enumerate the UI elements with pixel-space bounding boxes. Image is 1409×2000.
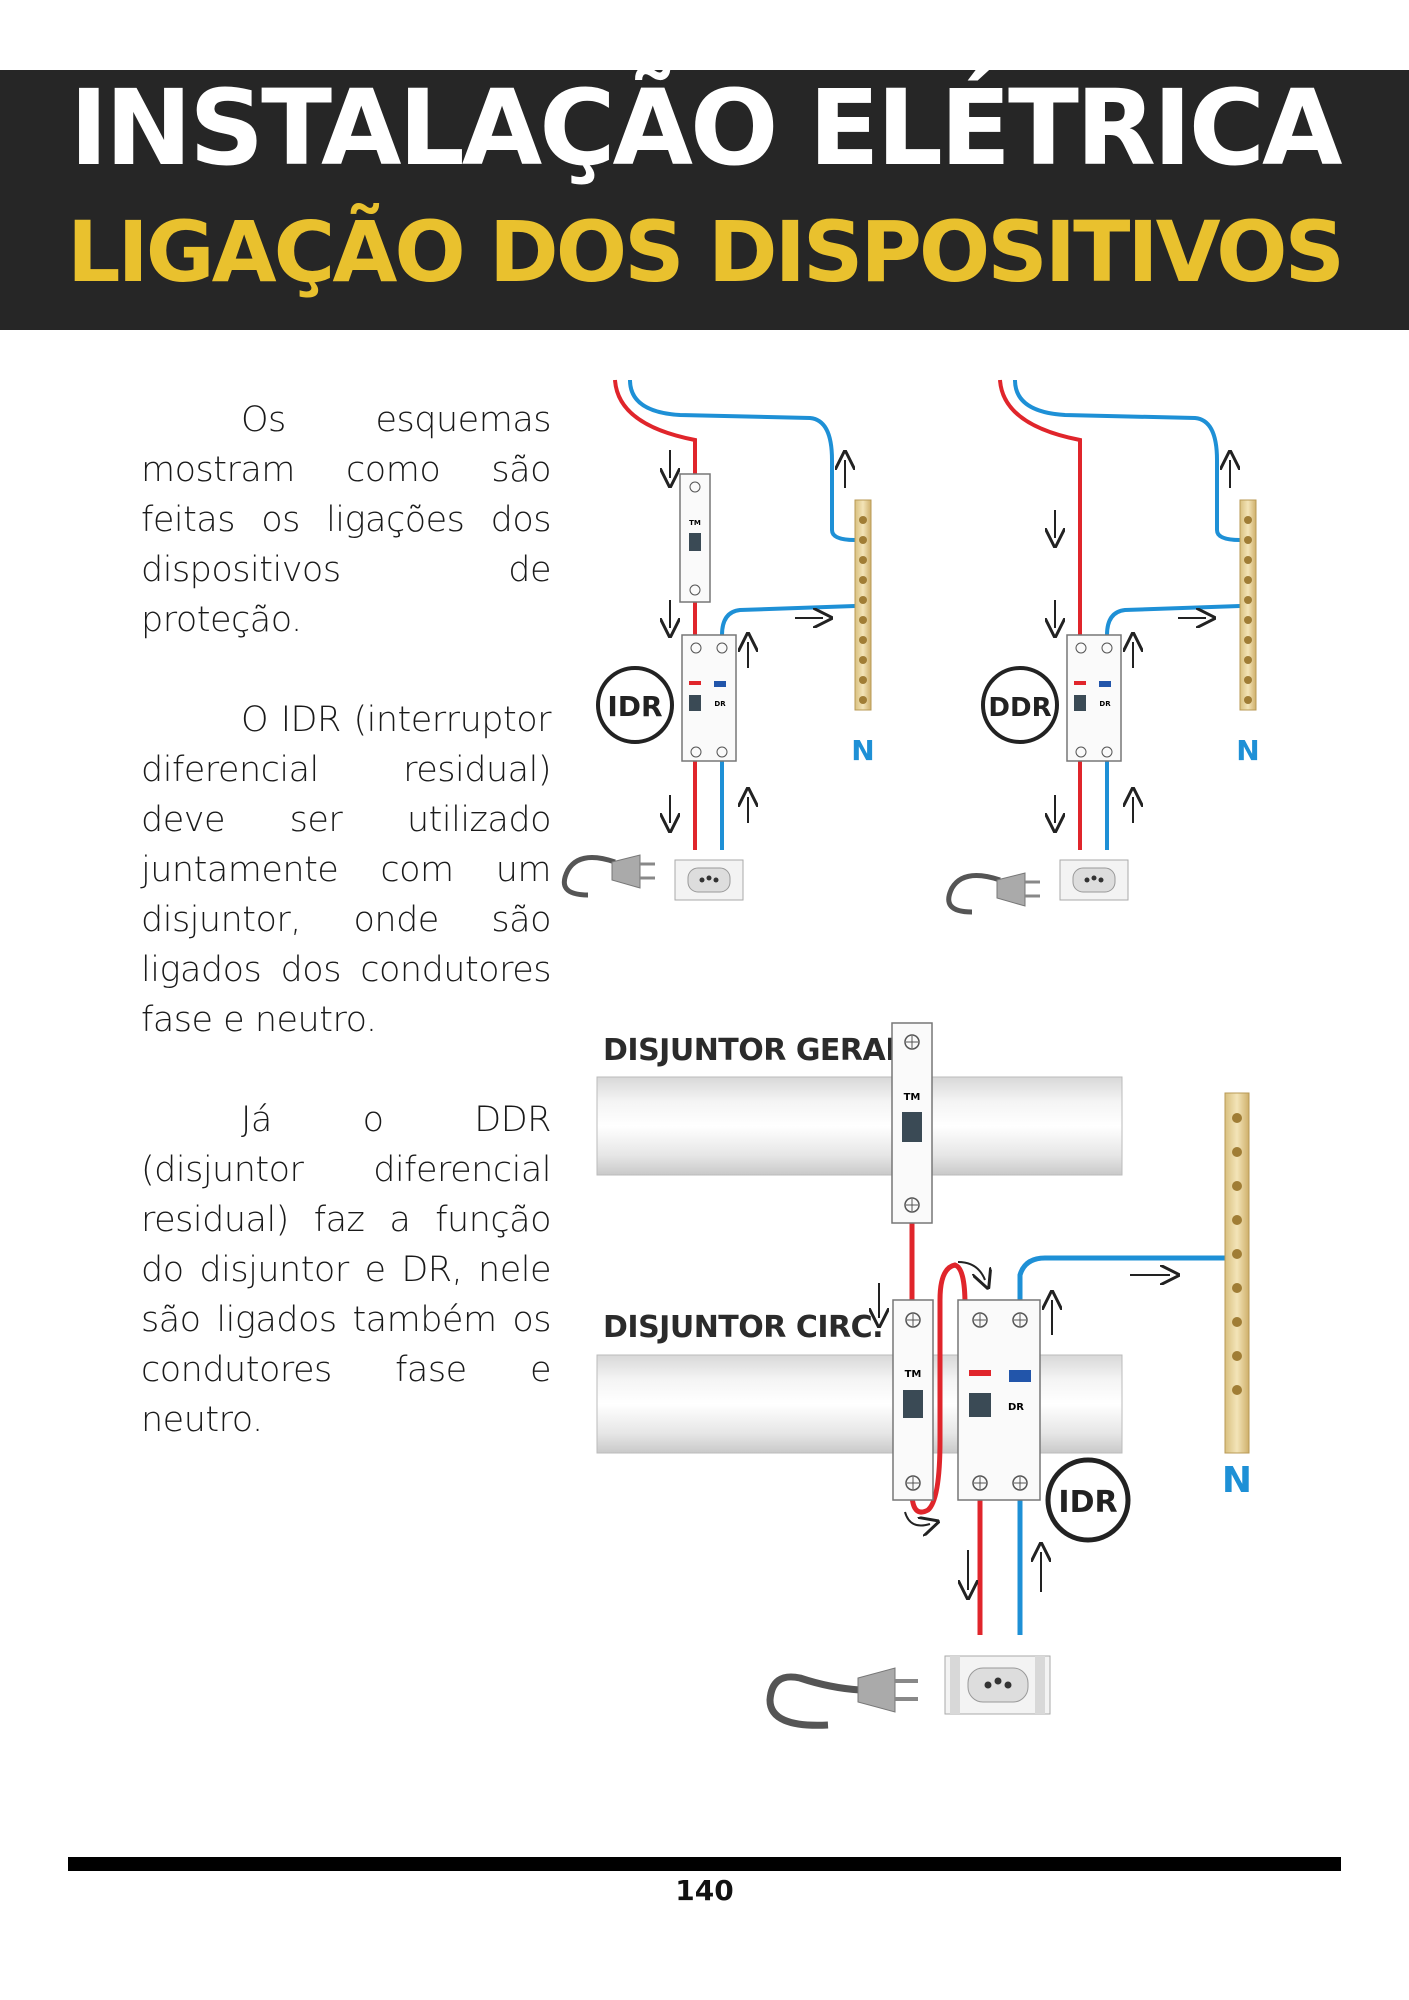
din-rail-top: [596, 1076, 1123, 1176]
tm-breaker: [679, 473, 711, 603]
tm-label: TM: [905, 1369, 922, 1380]
ddr-label: DDR: [988, 693, 1051, 723]
dr-label: DR: [1099, 700, 1111, 708]
disjuntor-geral-label: DISJUNTOR GERAL: [603, 1033, 904, 1068]
paragraph-ddr: Já o DDR (disjuntor diferencial residual…: [141, 1100, 552, 1440]
neutral-label: N: [851, 734, 874, 767]
neutral-bar: [854, 499, 872, 711]
page-title: INSTALAÇÃO ELÉTRICA: [69, 67, 1342, 189]
ddr-device: [1066, 634, 1122, 762]
paragraph-idr: O IDR (interruptor diferencial residual)…: [141, 700, 552, 1040]
dr-label: DR: [714, 700, 726, 708]
body-text: Os esquemas mostram como são feitas os l…: [141, 395, 552, 1495]
diagram-panel: DISJUNTOR GERAL DISJUNTOR CIRC. TM TM: [596, 1022, 1252, 1729]
idr-label: IDR: [607, 690, 662, 723]
din-rail-bottom: [596, 1354, 1123, 1454]
diagram-ddr: DR DDR N: [946, 379, 1260, 915]
paragraph-schemes: Os esquemas mostram como são feitas os l…: [141, 400, 552, 640]
dr-label: DR: [1008, 1402, 1024, 1413]
idr-label: IDR: [1058, 1485, 1117, 1520]
disjuntor-circ-label: DISJUNTOR CIRC.: [603, 1310, 883, 1345]
socket-icon: [1059, 859, 1129, 901]
page-subtitle: LIGAÇÃO DOS DISPOSITIVOS: [66, 203, 1345, 301]
neutral-bar: [1239, 499, 1257, 711]
page-number: 140: [675, 1874, 734, 1907]
diagram-idr: TM DR IDR N: [561, 379, 875, 901]
neutral-label: N: [1236, 734, 1259, 767]
header-banner: [0, 70, 1409, 330]
footer-divider: [68, 1857, 1341, 1871]
neutral-label: N: [1222, 1460, 1252, 1501]
tm-label: TM: [904, 1092, 921, 1103]
tm-label: TM: [689, 519, 701, 527]
